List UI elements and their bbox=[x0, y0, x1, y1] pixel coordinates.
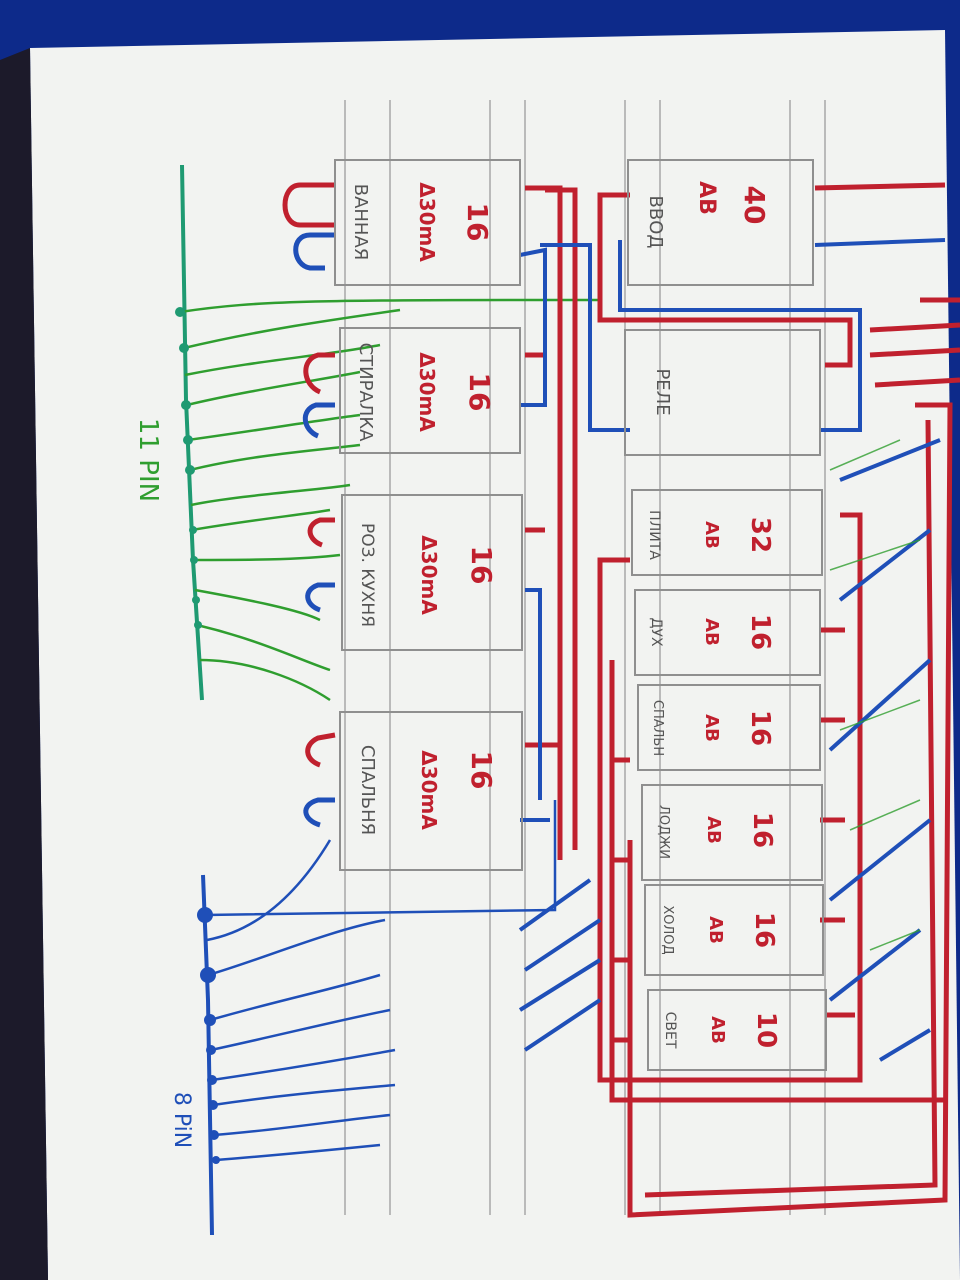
main-breaker-rating: 40 bbox=[738, 186, 771, 225]
rcd-rating: 16 bbox=[463, 373, 496, 412]
rcd-type: Δ30mA bbox=[417, 750, 441, 830]
breaker-rating: 16 bbox=[749, 912, 779, 948]
breaker-rating: 16 bbox=[745, 710, 775, 746]
breaker-type: AB bbox=[701, 618, 722, 646]
rcd-breaker: 16 Δ30mA РОЗ. КУХНЯ bbox=[341, 494, 523, 651]
breaker-rating: 32 bbox=[745, 517, 775, 553]
breaker-rating: 16 bbox=[747, 812, 777, 848]
circuit-breaker: 16 AB ЛОДЖИ bbox=[641, 784, 823, 881]
relay: РЕЛЕ bbox=[624, 329, 821, 456]
breaker-name: ДУХ bbox=[648, 617, 664, 646]
rcd-breaker: 16 Δ30mA СПАЛЬНЯ bbox=[339, 711, 523, 871]
relay-name: РЕЛЕ bbox=[652, 368, 673, 415]
rcd-type: Δ30mA bbox=[417, 535, 441, 615]
main-breaker-name: ВВОД bbox=[645, 196, 666, 249]
rcd-name: РОЗ. КУХНЯ bbox=[357, 523, 377, 627]
main-breaker-type: AB bbox=[694, 181, 719, 215]
paper-sheet bbox=[30, 30, 960, 1280]
neutral-wiring bbox=[518, 238, 946, 1062]
circuit-breaker: 16 AB СПАЛЬН bbox=[637, 684, 821, 771]
breaker-name: СПАЛЬН bbox=[650, 700, 665, 756]
breaker-type: AB bbox=[705, 916, 726, 944]
breaker-name: ЛОДЖИ bbox=[656, 805, 671, 859]
breaker-rating: 16 bbox=[745, 614, 775, 650]
ground-hatch-lines bbox=[829, 439, 921, 951]
breaker-name: СВЕТ bbox=[662, 1012, 678, 1049]
load-wire-loops bbox=[282, 182, 336, 828]
table-edge bbox=[0, 48, 48, 1280]
rcd-breaker: 16 Δ30mA СТИРАЛКА bbox=[339, 327, 521, 454]
circuit-breaker: 10 AB СВЕТ bbox=[647, 989, 827, 1071]
main-breaker: 40 AB ВВОД bbox=[627, 159, 814, 286]
breaker-type: AB bbox=[707, 1016, 728, 1044]
rcd-rating: 16 bbox=[465, 751, 498, 790]
breaker-type: AB bbox=[701, 714, 722, 742]
ground-bus bbox=[175, 164, 601, 702]
phase-wiring bbox=[525, 182, 960, 1218]
rcd-name: СПАЛЬНЯ bbox=[357, 745, 378, 835]
breaker-name: ХОЛОД bbox=[660, 905, 675, 954]
rcd-name: СТИРАЛКА bbox=[355, 343, 376, 443]
circuit-breaker: 16 AB ДУХ bbox=[634, 589, 821, 676]
breaker-name: ПЛИТА bbox=[646, 510, 662, 560]
neutral-bus-label: 8 PiN bbox=[169, 1092, 194, 1148]
rcd-rating: 16 bbox=[461, 203, 494, 242]
rcd-rating: 16 bbox=[465, 546, 498, 585]
rcd-name: ВАННАЯ bbox=[350, 184, 371, 261]
breaker-type: AB bbox=[701, 521, 722, 549]
neutral-bus bbox=[197, 800, 557, 1236]
ground-bus-label: 11 PIN bbox=[133, 418, 163, 502]
breaker-rating: 10 bbox=[751, 1012, 781, 1048]
circuit-breaker: 32 AB ПЛИТА bbox=[631, 489, 823, 576]
circuit-breaker: 16 AB ХОЛОД bbox=[644, 884, 824, 976]
breaker-type: AB bbox=[703, 816, 724, 844]
rcd-breaker: 16 Δ30mA ВАННАЯ bbox=[334, 159, 521, 286]
rcd-type: Δ30mA bbox=[415, 352, 439, 432]
rcd-type: Δ30mA bbox=[415, 182, 439, 262]
